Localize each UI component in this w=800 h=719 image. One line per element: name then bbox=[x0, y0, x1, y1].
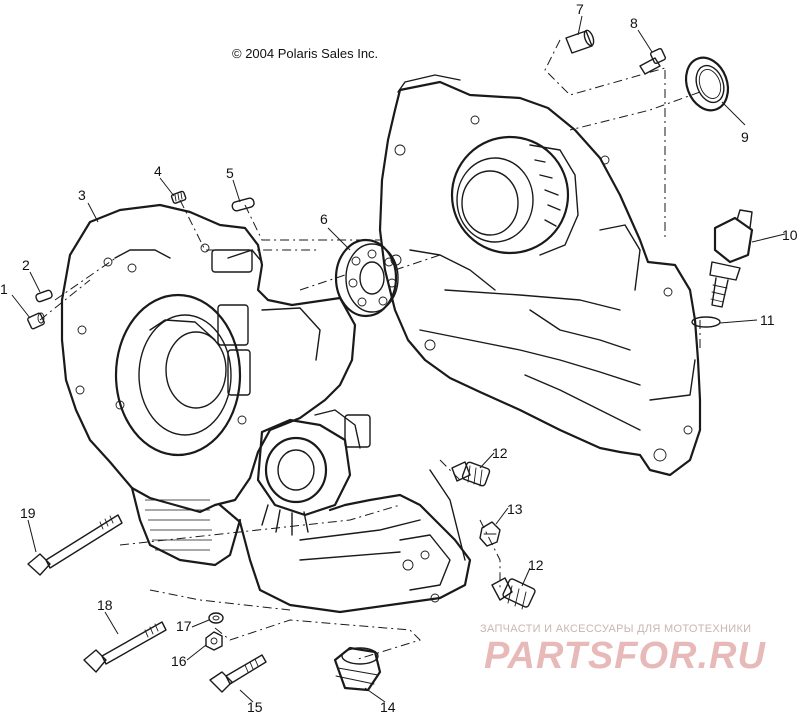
part-6-bearing bbox=[334, 238, 399, 318]
callout-18: 18 bbox=[97, 597, 113, 613]
copyright-text: © 2004 Polaris Sales Inc. bbox=[232, 46, 378, 61]
part-5-dowel-pin bbox=[231, 197, 255, 212]
part-15-bolt bbox=[209, 654, 267, 693]
part-8-bolt bbox=[639, 47, 667, 75]
part-9-oil-seal bbox=[684, 56, 730, 112]
callout-7: 7 bbox=[576, 1, 584, 17]
part-13-nut bbox=[479, 521, 501, 547]
callout-1: 1 bbox=[0, 281, 8, 297]
callout-6: 6 bbox=[320, 211, 328, 227]
callout-8: 8 bbox=[630, 15, 638, 31]
part-16-nut bbox=[205, 631, 223, 651]
part-19-long-bolt bbox=[27, 514, 123, 576]
callout-15: 15 bbox=[247, 699, 263, 714]
callout-11: 11 bbox=[760, 312, 775, 328]
watermark-tagline: ЗАПЧАСТИ И АКСЕССУАРЫ ДЛЯ МОТОТЕХНИКИ bbox=[480, 623, 751, 635]
right-crankcase-half bbox=[378, 74, 702, 477]
callout-12-upper: 12 bbox=[492, 445, 508, 461]
callout-16: 16 bbox=[171, 653, 187, 669]
left-crankcase-half bbox=[60, 203, 472, 614]
part-14-large-fitting bbox=[333, 646, 382, 692]
part-11-o-ring bbox=[691, 316, 721, 328]
leader-lines bbox=[11, 15, 786, 703]
callout-9: 9 bbox=[741, 129, 749, 145]
callout-2: 2 bbox=[22, 257, 30, 273]
callout-5: 5 bbox=[226, 165, 234, 181]
part-2-dowel-pin bbox=[35, 289, 53, 303]
part-7-plug-cap bbox=[565, 29, 595, 54]
part-12-fitting-upper bbox=[451, 461, 491, 487]
callout-19: 19 bbox=[20, 505, 36, 521]
callout-14: 14 bbox=[380, 699, 396, 714]
callout-12-lower: 12 bbox=[528, 557, 544, 573]
part-17-washer bbox=[208, 612, 224, 624]
part-1-plug bbox=[27, 312, 45, 330]
part-12-fitting-lower bbox=[491, 577, 536, 610]
callout-10: 10 bbox=[782, 227, 798, 243]
callout-13: 13 bbox=[507, 501, 523, 517]
part-4-dowel-pin bbox=[170, 190, 187, 204]
part-10-temperature-sensor bbox=[709, 209, 754, 308]
callout-4: 4 bbox=[154, 163, 162, 179]
watermark: ЗАПЧАСТИ И АКСЕССУАРЫ ДЛЯ МОТОТЕХНИКИ PA… bbox=[480, 623, 766, 677]
callout-3: 3 bbox=[78, 187, 86, 203]
assembly-centerlines bbox=[39, 39, 701, 661]
callout-17: 17 bbox=[176, 618, 192, 634]
watermark-logo: PARTSFOR.RU bbox=[484, 635, 766, 677]
part-18-long-bolt bbox=[83, 621, 167, 673]
